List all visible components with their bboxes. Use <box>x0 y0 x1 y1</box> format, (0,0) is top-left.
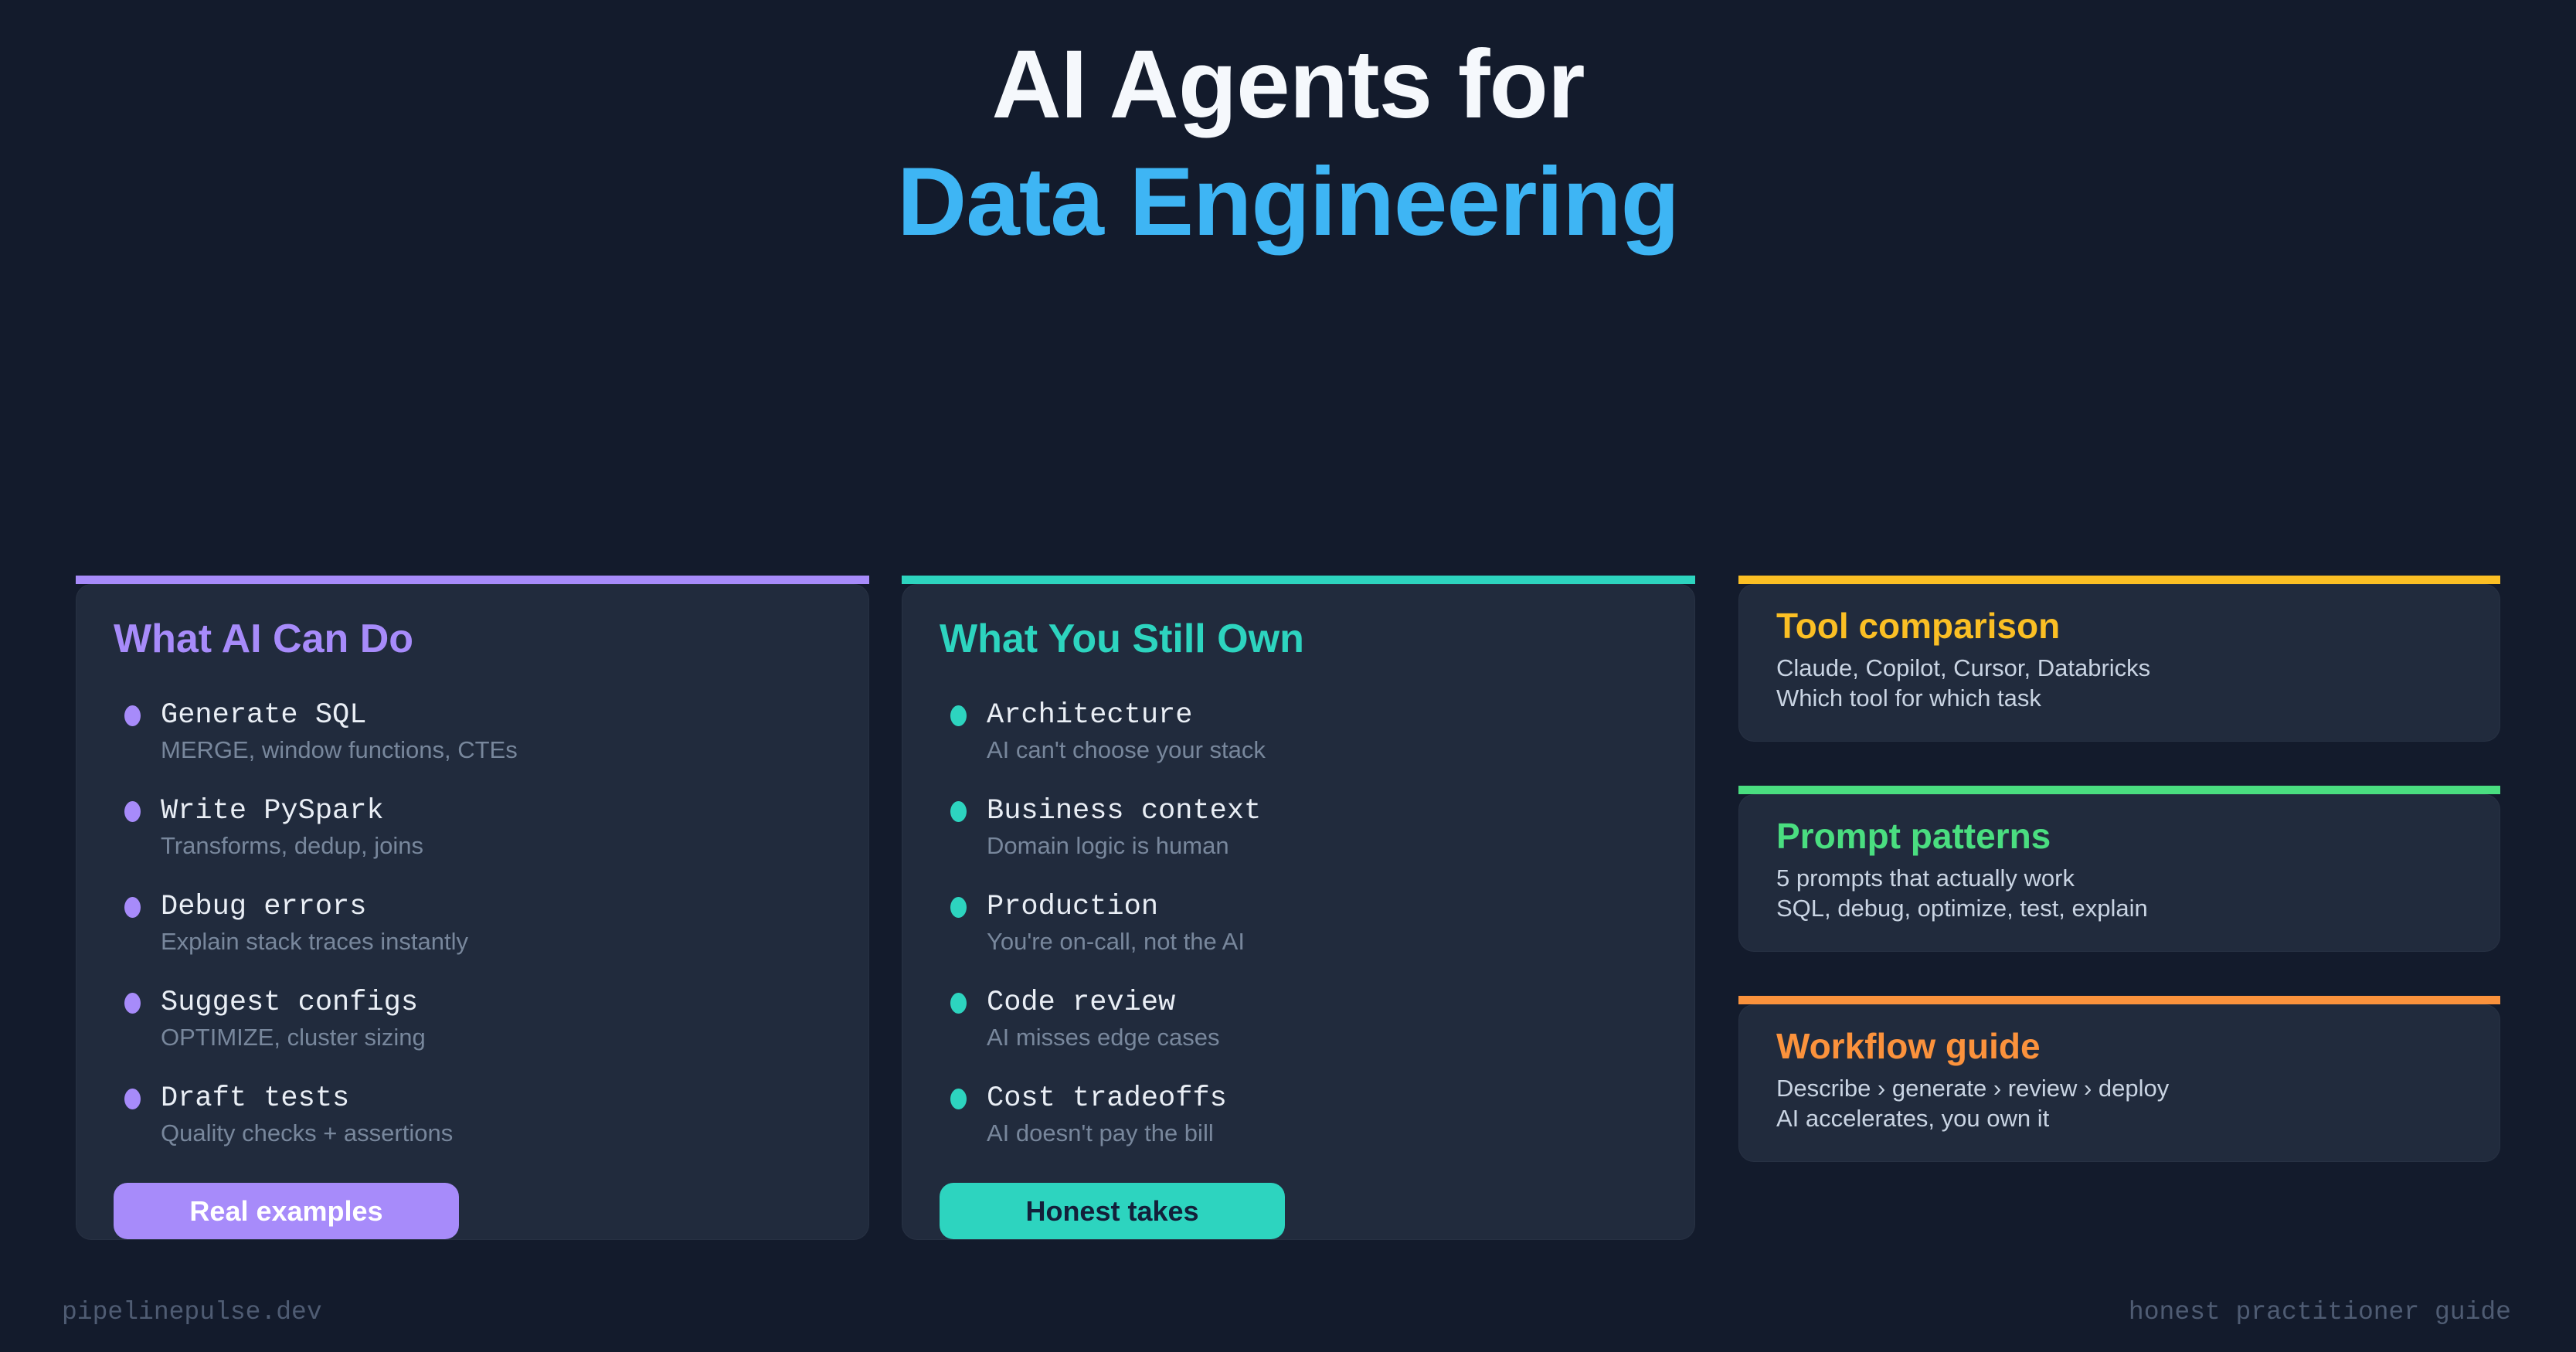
item-subtitle: Transforms, dedup, joins <box>161 832 424 859</box>
card-body: Tool comparison Claude, Copilot, Cursor,… <box>1738 584 2500 742</box>
item-title: Write PySpark <box>161 795 384 827</box>
card-body: Prompt patterns 5 prompts that actually … <box>1738 794 2500 952</box>
card-line: Which tool for which task <box>1776 684 2041 712</box>
card-workflow-guide: Workflow guide Describe › generate › rev… <box>1738 996 2500 1162</box>
card-title: Prompt patterns <box>1776 816 2051 856</box>
card-title: What AI Can Do <box>114 617 414 661</box>
list-item: Debug errors Explain stack traces instan… <box>114 889 831 957</box>
card-line: SQL, debug, optimize, test, explain <box>1776 895 2148 922</box>
page-title-line1: AI Agents for <box>991 31 1585 138</box>
item-subtitle: Explain stack traces instantly <box>161 928 469 955</box>
card-body: Workflow guide Describe › generate › rev… <box>1738 1004 2500 1162</box>
page-title-line2: Data Engineering <box>897 148 1680 256</box>
cards-row: What AI Can Do Generate SQL MERGE, windo… <box>76 576 2500 1240</box>
card-what-ai-can-do: What AI Can Do Generate SQL MERGE, windo… <box>76 576 869 1240</box>
list-item: Code review AI misses edge cases <box>940 985 1657 1053</box>
card-prompt-patterns: Prompt patterns 5 prompts that actually … <box>1738 786 2500 952</box>
bullet-icon <box>124 993 141 1014</box>
card-line: 5 prompts that actually work <box>1776 865 2075 892</box>
item-subtitle: OPTIMIZE, cluster sizing <box>161 1024 426 1051</box>
accent-bar-yellow <box>1738 576 2500 584</box>
bullet-icon <box>950 801 967 822</box>
list-item: Cost tradeoffs AI doesn't pay the bill <box>940 1081 1657 1149</box>
accent-bar-teal <box>902 576 1695 584</box>
item-title: Draft tests <box>161 1082 350 1115</box>
card-line: Describe › generate › review › deploy <box>1776 1075 2170 1102</box>
accent-bar-purple <box>76 576 869 584</box>
card-body: What AI Can Do Generate SQL MERGE, windo… <box>76 584 869 1240</box>
item-subtitle: Quality checks + assertions <box>161 1119 454 1146</box>
page-title: AI Agents for Data Engineering <box>0 26 2576 261</box>
item-title: Architecture <box>987 699 1193 732</box>
footer-site: pipelinepulse.dev <box>62 1298 322 1327</box>
item-title: Production <box>987 891 1159 923</box>
card-body: What You Still Own Architecture AI can't… <box>902 584 1695 1240</box>
bullet-icon <box>950 705 967 726</box>
card-line: Claude, Copilot, Cursor, Databricks <box>1776 654 2151 681</box>
real-examples-button[interactable]: Real examples <box>114 1183 459 1239</box>
card-title: Workflow guide <box>1776 1026 2041 1066</box>
bullet-icon <box>124 897 141 918</box>
right-column: Tool comparison Claude, Copilot, Cursor,… <box>1738 576 2500 1162</box>
bullet-icon <box>950 993 967 1014</box>
item-title: Suggest configs <box>161 987 419 1019</box>
card-title: Tool comparison <box>1776 606 2061 646</box>
bullet-icon <box>124 705 141 726</box>
page-footer: pipelinepulse.dev honest practitioner gu… <box>62 1298 2511 1327</box>
item-subtitle: MERGE, window functions, CTEs <box>161 736 518 763</box>
accent-bar-green <box>1738 786 2500 794</box>
honest-takes-button[interactable]: Honest takes <box>940 1183 1285 1239</box>
list-item: Business context Domain logic is human <box>940 793 1657 861</box>
bullet-icon <box>124 801 141 822</box>
card-line: AI accelerates, you own it <box>1776 1105 2050 1132</box>
list-item: Production You're on-call, not the AI <box>940 889 1657 957</box>
bullet-icon <box>124 1089 141 1109</box>
item-title: Generate SQL <box>161 699 367 732</box>
bullet-icon <box>950 1089 967 1109</box>
card-tool-comparison: Tool comparison Claude, Copilot, Cursor,… <box>1738 576 2500 742</box>
list-item: Architecture AI can't choose your stack <box>940 698 1657 766</box>
card-what-you-still-own: What You Still Own Architecture AI can't… <box>902 576 1695 1240</box>
item-title: Debug errors <box>161 891 367 923</box>
item-subtitle: AI can't choose your stack <box>987 736 1266 763</box>
page-header: AI Agents for Data Engineering <box>0 0 2576 261</box>
item-subtitle: AI misses edge cases <box>987 1024 1220 1051</box>
item-title: Cost tradeoffs <box>987 1082 1227 1115</box>
bullet-icon <box>950 897 967 918</box>
item-subtitle: You're on-call, not the AI <box>987 928 1245 955</box>
list-item: Write PySpark Transforms, dedup, joins <box>114 793 831 861</box>
item-title: Business context <box>987 795 1262 827</box>
item-subtitle: AI doesn't pay the bill <box>987 1119 1214 1146</box>
list-item: Generate SQL MERGE, window functions, CT… <box>114 698 831 766</box>
card-title: What You Still Own <box>940 617 1304 661</box>
accent-bar-orange <box>1738 996 2500 1004</box>
list-item: Suggest configs OPTIMIZE, cluster sizing <box>114 985 831 1053</box>
footer-tagline: honest practitioner guide <box>2128 1298 2511 1327</box>
list-item: Draft tests Quality checks + assertions <box>114 1081 831 1149</box>
item-title: Code review <box>987 987 1176 1019</box>
item-subtitle: Domain logic is human <box>987 832 1229 859</box>
